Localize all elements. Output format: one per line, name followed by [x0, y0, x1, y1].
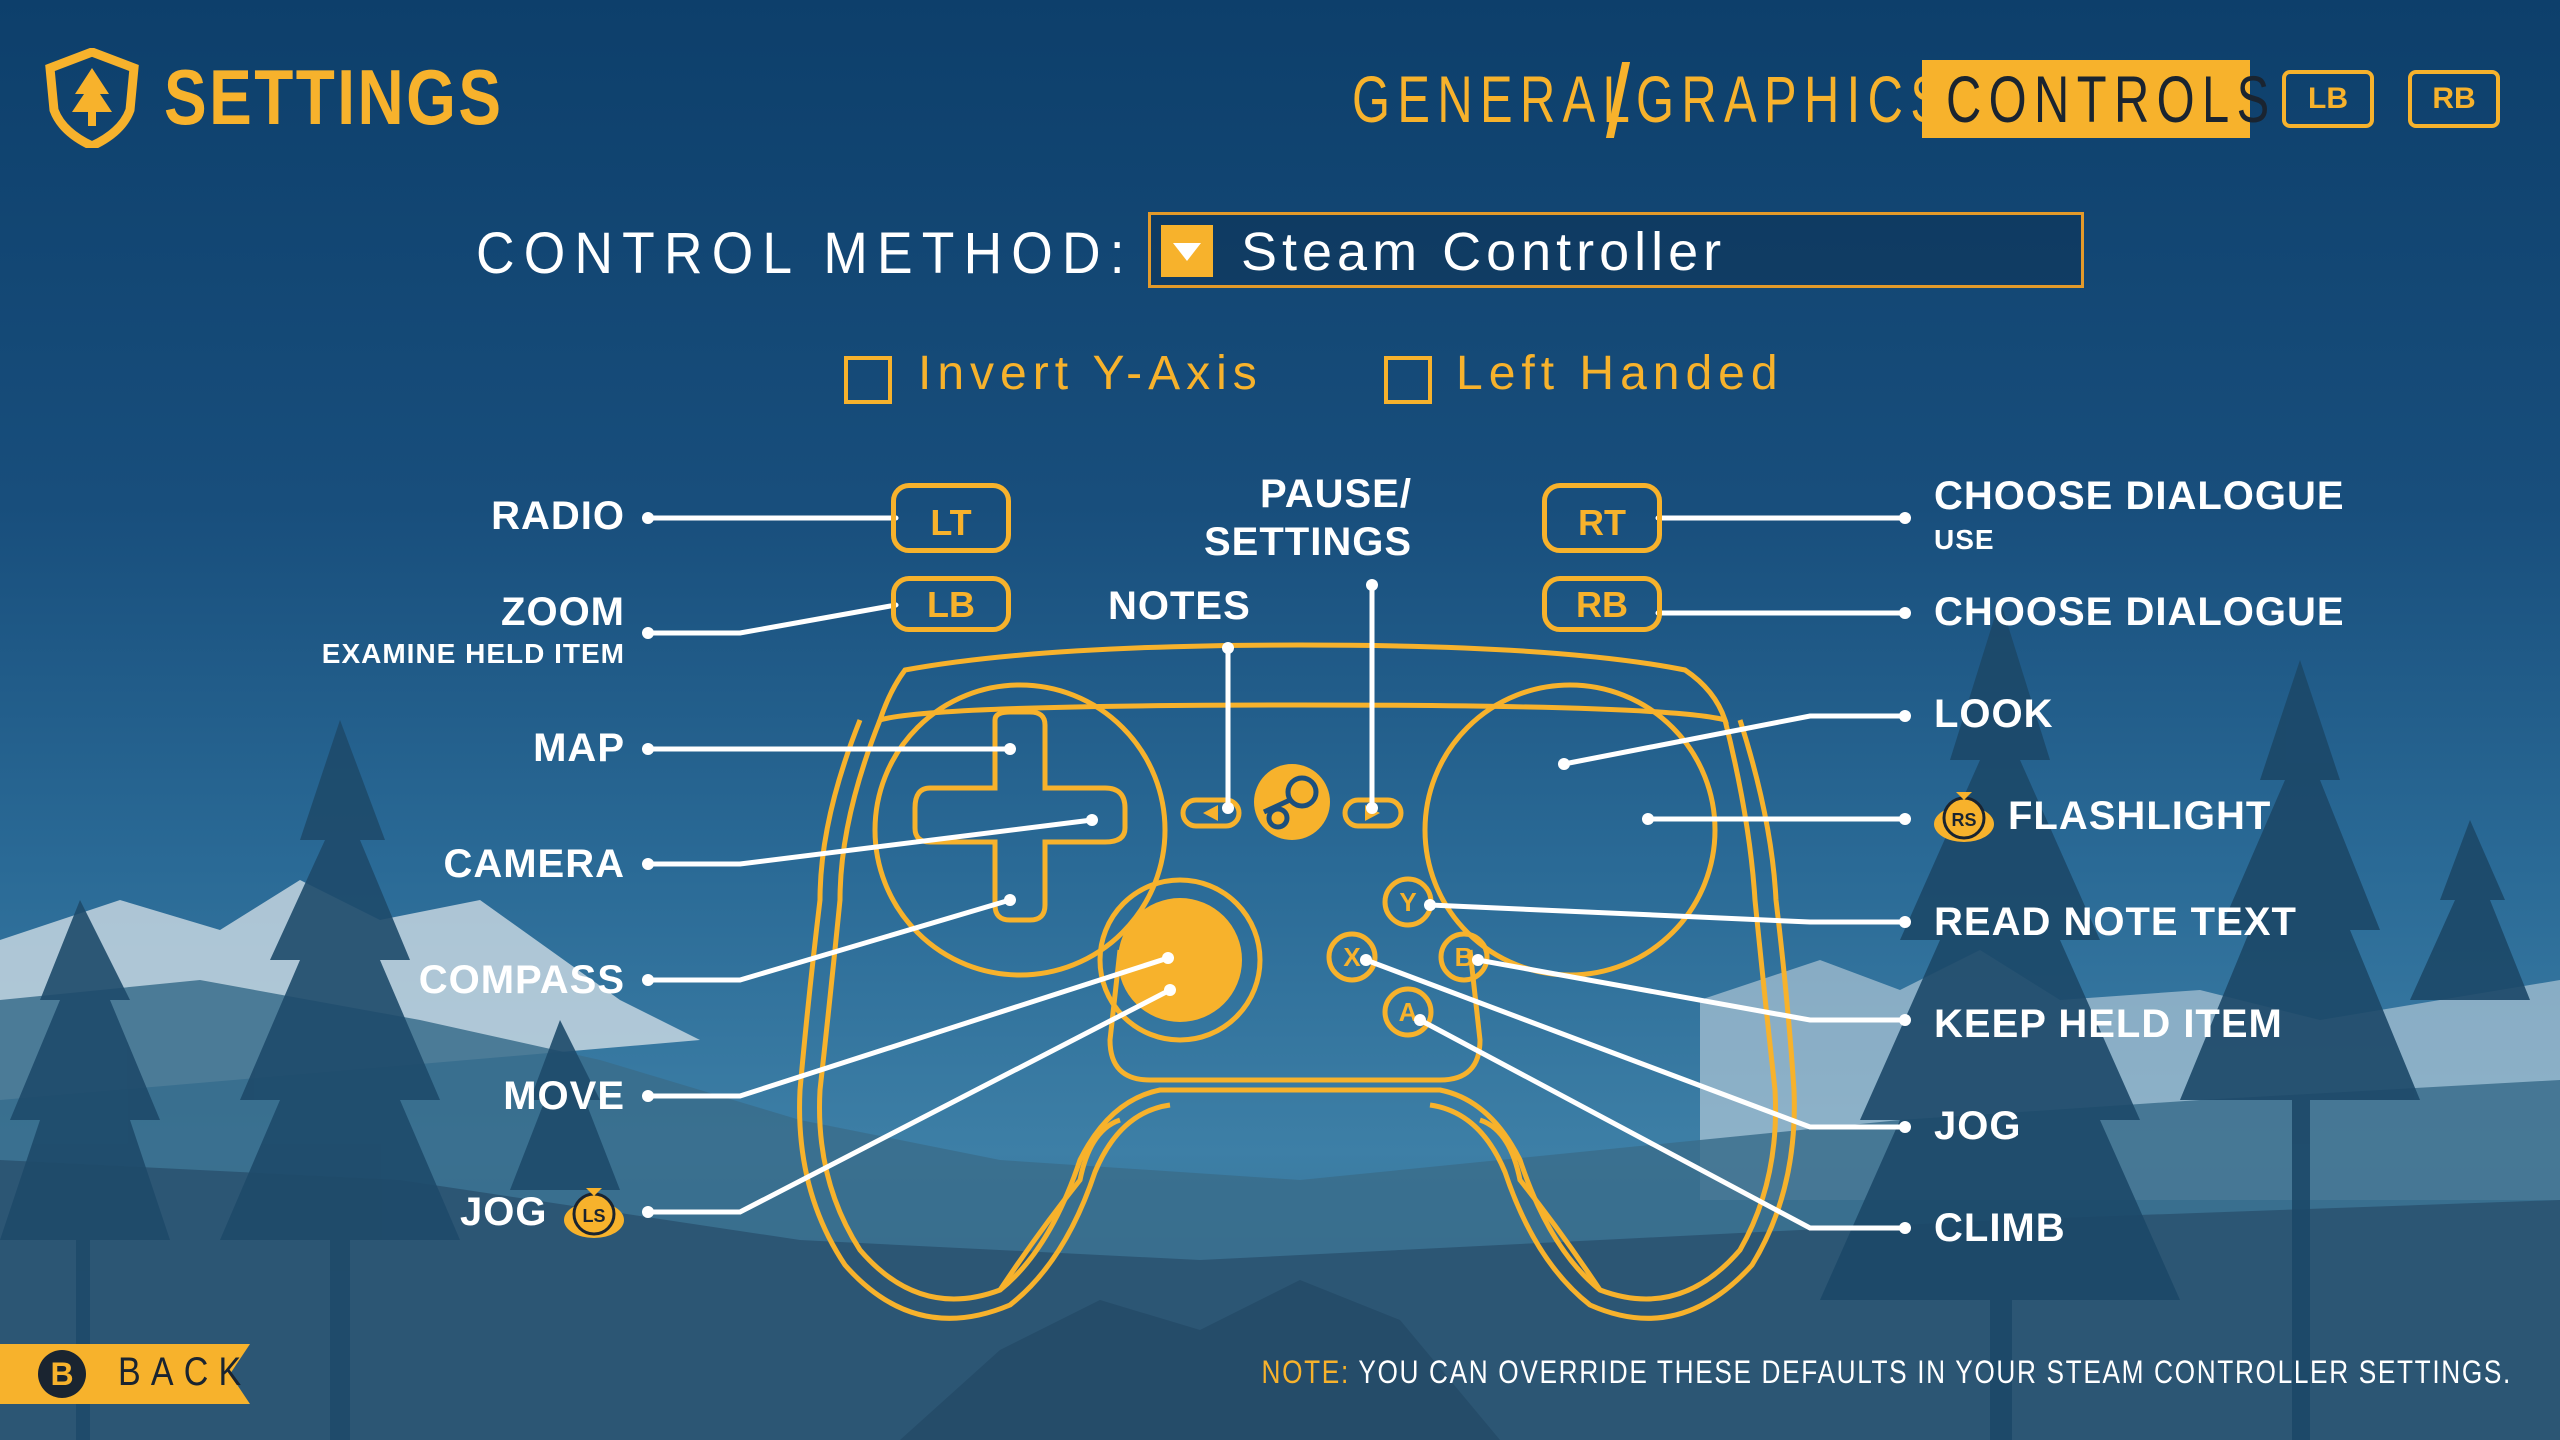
rs-click-icon: RS [1930, 788, 1998, 846]
y-button-glyph: Y [1399, 887, 1416, 917]
x-button-glyph: X [1343, 942, 1361, 972]
label-radio: RADIO [491, 494, 625, 538]
tab-controls-highlight [1922, 60, 2250, 138]
controller-outline [797, 642, 1797, 1321]
left-handed-checkbox[interactable] [1384, 356, 1432, 404]
lb-button: LB [891, 576, 1011, 632]
rb-button: RB [1542, 576, 1662, 632]
label-read-note: READ NOTE TEXT [1934, 900, 2297, 944]
page-title: SETTINGS [164, 53, 504, 141]
b-button-glyph: B [1455, 942, 1474, 972]
label-use: USE [1934, 524, 1995, 555]
back-label: BACK [118, 1350, 252, 1394]
note-prefix: NOTE: [1261, 1354, 1350, 1390]
label-compass: COMPASS [418, 958, 625, 1002]
label-climb: CLIMB [1934, 1206, 2066, 1250]
ls-badge-text: LS [582, 1206, 605, 1226]
tab-graphics[interactable]: GRAPHICS [1636, 62, 1951, 136]
joystick [1118, 898, 1242, 1022]
label-pause-line2: SETTINGS [1204, 520, 1413, 564]
label-camera: CAMERA [443, 842, 625, 886]
control-method-value: Steam Controller [1241, 222, 1727, 282]
left-handed-label: Left Handed [1456, 347, 1784, 400]
control-method-label: CONTROL METHOD: [476, 221, 1134, 286]
invert-y-label: Invert Y-Axis [918, 347, 1263, 400]
label-choose-dialogue-rb: CHOOSE DIALOGUE [1934, 590, 2345, 634]
label-flashlight: FLASHLIGHT [2008, 794, 2272, 838]
label-choose-dialogue-rt: CHOOSE DIALOGUE [1934, 474, 2345, 518]
control-method-dropdown[interactable]: Steam Controller [1148, 212, 2084, 288]
label-map: MAP [533, 726, 625, 770]
a-button-glyph: A [1399, 997, 1418, 1027]
ls-click-icon: LS [560, 1184, 628, 1242]
dropdown-arrow-icon [1161, 225, 1213, 277]
label-zoom-sub: EXAMINE HELD ITEM [321, 638, 625, 669]
next-tab-rb-button[interactable]: RB [2408, 70, 2500, 128]
footer-note: NOTE: YOU CAN OVERRIDE THESE DEFAULTS IN… [1262, 1354, 2512, 1391]
lt-button: LT [891, 483, 1011, 553]
tab-general[interactable]: GENERAL [1352, 62, 1638, 136]
invert-y-checkbox[interactable] [844, 356, 892, 404]
label-look: LOOK [1934, 692, 2054, 736]
label-zoom: ZOOM [501, 590, 625, 634]
label-move: MOVE [503, 1074, 625, 1118]
rs-badge-text: RS [1951, 810, 1976, 830]
rt-button: RT [1542, 483, 1662, 553]
label-keep-held: KEEP HELD ITEM [1934, 1002, 2283, 1046]
label-notes: NOTES [1108, 584, 1251, 628]
label-pause-line1: PAUSE/ [1260, 472, 1412, 516]
b-button-icon: B [38, 1350, 86, 1398]
prev-tab-lb-button[interactable]: LB [2282, 70, 2374, 128]
tab-controls[interactable]: CONTROLS [1946, 62, 2277, 136]
note-text: YOU CAN OVERRIDE THESE DEFAULTS IN YOUR … [1358, 1354, 2512, 1390]
firewatch-badge-icon [45, 48, 139, 148]
label-jog-right: JOG [1934, 1104, 2022, 1148]
label-jog-left: JOG [460, 1190, 548, 1234]
